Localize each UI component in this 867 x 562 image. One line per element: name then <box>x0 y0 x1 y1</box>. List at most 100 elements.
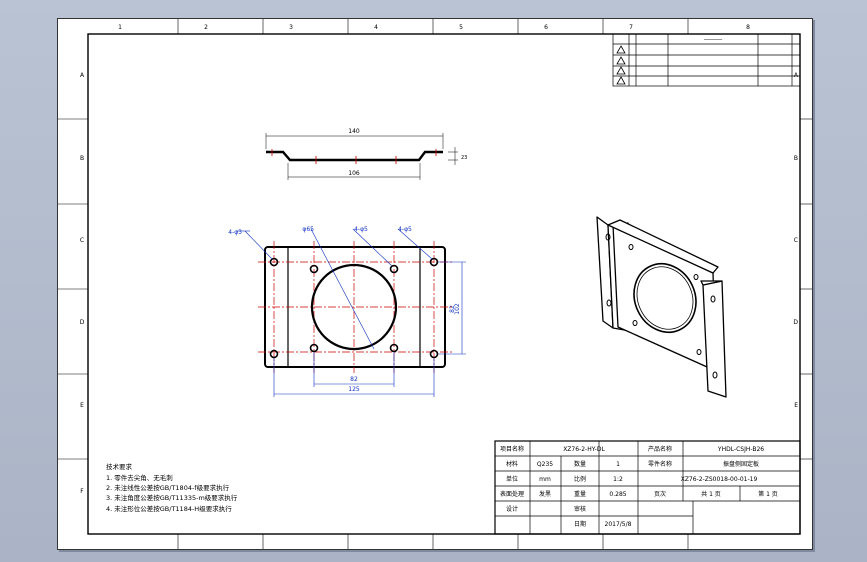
date-value: 2017/5/8 <box>605 521 632 528</box>
zone-row-d-right: D <box>793 319 798 326</box>
zone-col-4: 4 <box>374 24 378 31</box>
zone-row-e: E <box>80 402 84 409</box>
mount-hole <box>269 257 279 267</box>
surface-value: 发黑 <box>539 490 551 498</box>
iso-plate-top-edge <box>607 219 719 274</box>
unit-value: mm <box>539 476 551 483</box>
scale-value: 1:2 <box>613 476 623 483</box>
weight-value: 0.285 <box>609 491 626 498</box>
date-label: 日期 <box>574 520 586 528</box>
tech-notes-title: 技术要求 <box>106 462 133 471</box>
revision-triangle-icon <box>616 56 626 65</box>
mount-hole <box>429 257 439 267</box>
sheet-current: 第 1 页 <box>758 490 778 498</box>
zone-columns-top: 1 2 3 4 5 6 7 8 <box>118 19 750 34</box>
dim-right-height: 102 <box>454 303 461 315</box>
iso-center-hole <box>633 263 697 333</box>
tech-note-3: 3. 未注角度公差按GB/T11335-m级要求执行 <box>106 493 238 502</box>
scale-label: 比例 <box>574 475 586 483</box>
mount-holes <box>269 257 439 359</box>
revision-triangle-icon <box>616 76 626 85</box>
isometric-view <box>596 216 727 398</box>
tech-note-1: 1. 零件去尖角、无毛刺 <box>106 473 173 482</box>
zone-row-f: F <box>80 488 84 495</box>
mount-hole <box>389 343 399 353</box>
zone-col-8: 8 <box>746 24 750 31</box>
designer-label: 设计 <box>506 505 518 513</box>
part-name-value: YHDL-CSJH-B26 <box>717 446 764 453</box>
material-label: 材料 <box>506 460 518 468</box>
dim-top-inner: 106 <box>348 170 360 177</box>
zone-rows-right: A B C D E <box>793 72 812 460</box>
iso-hole <box>605 233 611 241</box>
qty-label: 数量 <box>574 460 586 468</box>
reviewer-label: 审核 <box>574 505 586 513</box>
zone-col-1: 1 <box>118 24 122 31</box>
iso-hole <box>628 244 634 250</box>
unit-label: 单位 <box>506 475 518 483</box>
dim-circle: φ65 <box>302 226 314 233</box>
dim-hole-left: 4-φ3 <box>228 229 242 236</box>
zone-col-6: 6 <box>544 24 548 31</box>
drawing-canvas: 1 2 3 4 5 6 7 8 A B C D E F A B C <box>58 19 812 549</box>
iso-hole <box>696 349 702 355</box>
zone-row-d: D <box>80 319 85 326</box>
zone-columns-bottom <box>177 534 689 549</box>
revision-header: ────── <box>703 37 723 43</box>
iso-hole <box>693 274 699 280</box>
zone-row-c-right: C <box>794 237 798 244</box>
zone-col-5: 5 <box>459 24 463 31</box>
mount-hole <box>309 264 319 274</box>
iso-hole <box>606 299 612 307</box>
front-view: 4-φ3 φ65 4-φ5 4-φ5 82 102 82 125 <box>228 226 466 397</box>
center-hole <box>310 263 398 351</box>
drawing-sheet: 1 2 3 4 5 6 7 8 A B C D E F A B C <box>57 18 813 550</box>
zone-row-e-right: E <box>794 402 798 409</box>
top-view: 140 106 23 <box>265 128 467 180</box>
iso-hole <box>712 371 718 379</box>
project-value: XZ76-2-HY-DL <box>563 446 605 453</box>
dim-bottom-overall: 125 <box>348 386 360 393</box>
iso-hole <box>710 295 716 303</box>
dim-holes-right: 4-φ5 <box>398 226 412 233</box>
zone-col-7: 7 <box>629 24 633 31</box>
part-label: 零件名称 <box>648 460 672 468</box>
dim-holes-mid: 4-φ5 <box>354 226 368 233</box>
zone-row-b: B <box>80 155 84 162</box>
iso-hole <box>632 320 638 326</box>
tech-note-2: 2. 未注线性公差按GB/T1804-f级要求执行 <box>106 483 230 492</box>
mount-hole <box>429 349 439 359</box>
bent-profile-outline <box>266 150 443 162</box>
iso-right-flange-top <box>700 280 723 286</box>
zone-row-a: A <box>80 72 85 79</box>
dim-top-height: 23 <box>461 155 467 161</box>
dim-mid-height: 82 <box>449 305 456 313</box>
sheet-label: 页次 <box>654 490 666 498</box>
weight-label: 重量 <box>574 490 586 498</box>
zone-rows-left: A B C D E F <box>58 72 88 495</box>
tech-notes: 技术要求 1. 零件去尖角、无毛刺 2. 未注线性公差按GB/T1804-f级要… <box>106 462 238 513</box>
revision-table <box>612 33 801 87</box>
revision-markers <box>616 45 626 85</box>
zone-col-3: 3 <box>289 24 293 31</box>
part-value: 振盘侧固定板 <box>723 460 759 468</box>
mount-hole <box>389 264 399 274</box>
sheet-total: 共 1 页 <box>701 490 721 498</box>
zone-row-a-right: A <box>794 72 799 79</box>
drawing-number: XZ76-2-ZS0018-00-01-19 <box>681 476 758 483</box>
dim-top-width: 140 <box>348 128 360 135</box>
revision-triangle-icon <box>616 66 626 75</box>
zone-row-b-right: B <box>794 155 798 162</box>
dim-bottom-inner: 82 <box>350 376 358 383</box>
surface-label: 表面处理 <box>500 490 524 498</box>
project-label: 项目名称 <box>500 445 524 453</box>
title-block <box>494 440 801 535</box>
part-name-label: 产品名称 <box>648 445 672 453</box>
zone-row-c: C <box>80 237 84 244</box>
inner-border <box>87 33 801 535</box>
qty-value: 1 <box>616 461 620 468</box>
zone-col-2: 2 <box>204 24 208 31</box>
mount-hole <box>269 349 279 359</box>
title-block-text: 项目名称 XZ76-2-HY-DL 产品名称 YHDL-CSJH-B26 材料 … <box>500 445 778 528</box>
material-value: Q235 <box>537 461 553 468</box>
